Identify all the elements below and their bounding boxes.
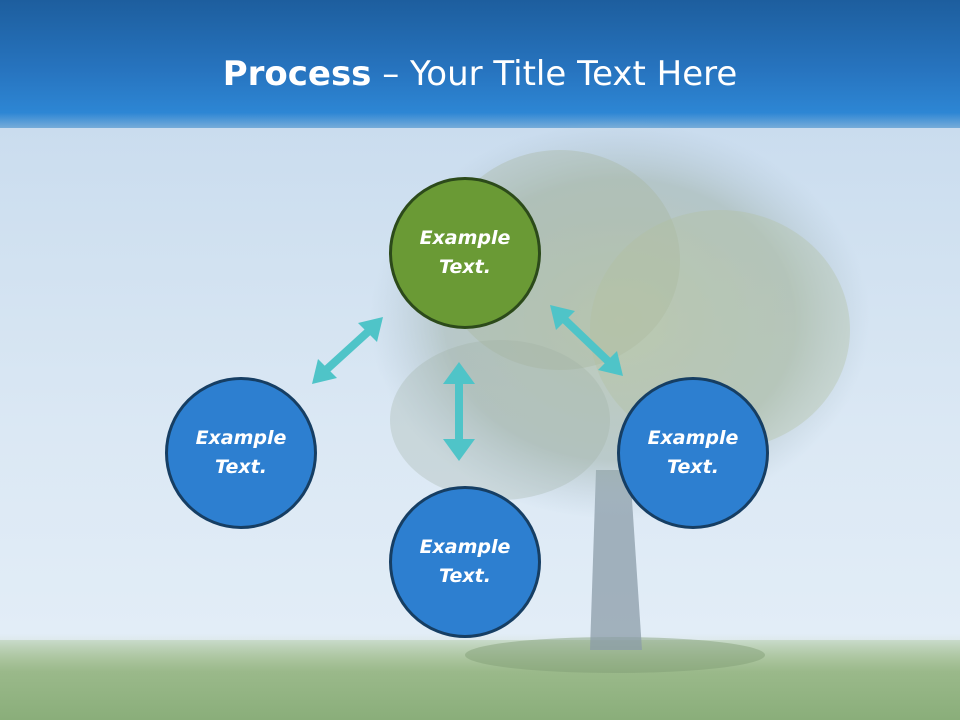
node-right[interactable]: Example Text.: [617, 377, 769, 529]
node-top[interactable]: Example Text.: [389, 177, 541, 329]
title-bold: Process: [222, 54, 372, 94]
node-top-line1: Example: [419, 227, 511, 249]
slide-title: Process – Your Title Text Here: [0, 52, 960, 96]
node-bottom-line1: Example: [419, 536, 511, 558]
connector-arrows: [312, 305, 623, 461]
grass-ground: [0, 640, 960, 720]
node-left[interactable]: Example Text.: [165, 377, 317, 529]
title-rest: – Your Title Text Here: [371, 54, 738, 94]
arrow-top-left: [312, 317, 383, 384]
node-bottom-line2: Text.: [439, 565, 491, 587]
node-bottom[interactable]: Example Text.: [389, 486, 541, 638]
node-top-line2: Text.: [439, 256, 491, 278]
title-bar: [0, 0, 960, 128]
node-left-line1: Example: [195, 427, 287, 449]
node-right-line1: Example: [647, 427, 739, 449]
node-right-line2: Text.: [667, 456, 719, 478]
arrow-top-right: [550, 305, 623, 376]
node-left-line2: Text.: [215, 456, 267, 478]
arrow-vertical: [443, 362, 475, 461]
